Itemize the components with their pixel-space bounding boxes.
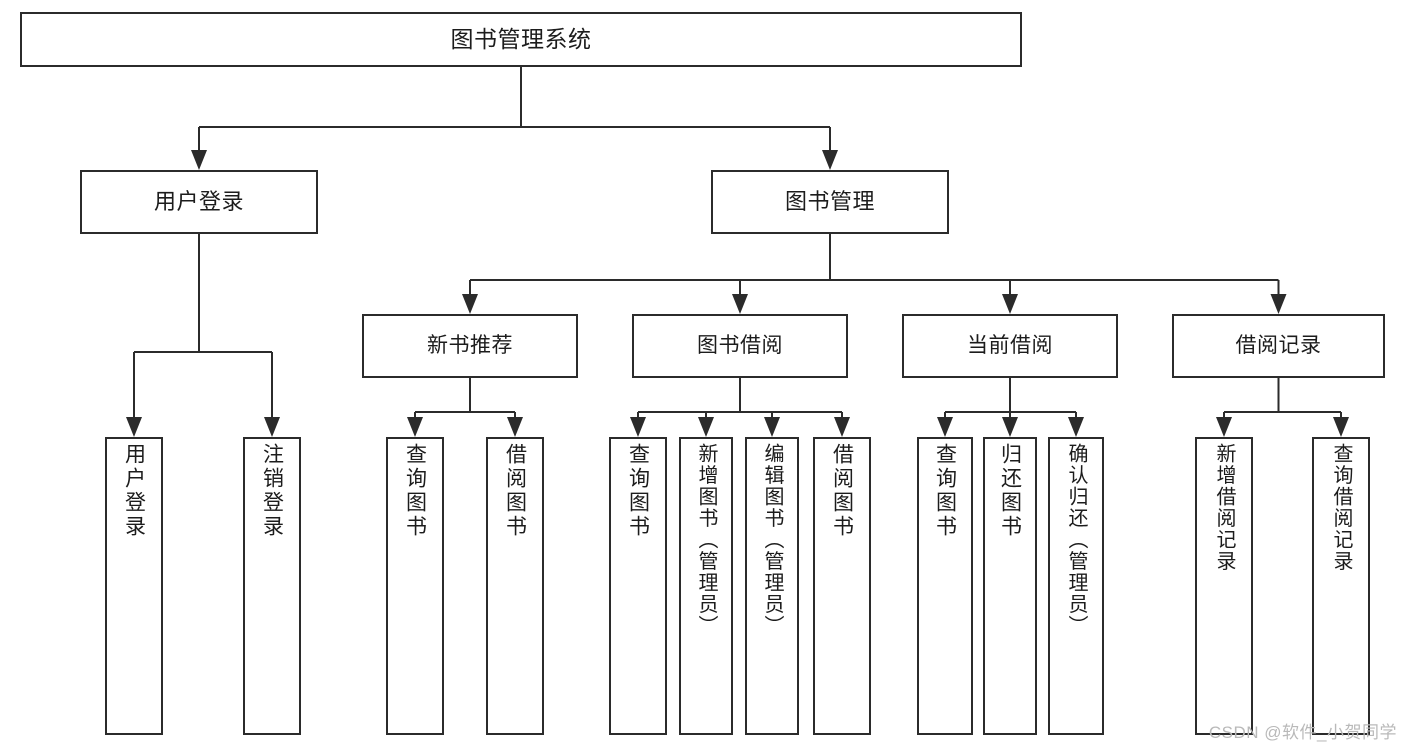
node-label: 用户登录 [122, 443, 146, 539]
node-leaf-borrow-3[interactable]: 编辑图书（管理员） [745, 437, 799, 735]
node-label: 查询图书 [933, 443, 957, 539]
node-label: 新增图书（管理员） [695, 443, 717, 637]
node-leaf-login-2[interactable]: 注销登录 [243, 437, 301, 735]
node-label: 注销登录 [260, 443, 284, 539]
node-label: 借阅记录 [1235, 333, 1322, 357]
node-leaf-borrow-1[interactable]: 查询图书 [609, 437, 667, 735]
node-label: 图书管理系统 [450, 26, 592, 53]
node-label: 借阅图书 [503, 443, 527, 539]
node-root[interactable]: 图书管理系统 [20, 12, 1022, 67]
node-bookmgmt[interactable]: 图书管理 [711, 170, 949, 234]
node-label: 查询借阅记录 [1330, 443, 1352, 572]
node-leaf-records-1[interactable]: 新增借阅记录 [1195, 437, 1253, 735]
node-label: 新增借阅记录 [1213, 443, 1235, 572]
node-leaf-current-1[interactable]: 查询图书 [917, 437, 973, 735]
node-leaf-records-2[interactable]: 查询借阅记录 [1312, 437, 1370, 735]
node-leaf-borrow-4[interactable]: 借阅图书 [813, 437, 871, 735]
node-label: 查询图书 [626, 443, 650, 539]
node-leaf-current-3[interactable]: 确认归还（管理员） [1048, 437, 1104, 735]
node-leaf-login-1[interactable]: 用户登录 [105, 437, 163, 735]
node-label: 归还图书 [998, 443, 1022, 539]
node-label: 当前借阅 [967, 333, 1053, 357]
node-label: 确认归还（管理员） [1065, 443, 1087, 637]
node-current[interactable]: 当前借阅 [902, 314, 1118, 378]
node-label: 查询图书 [403, 443, 427, 539]
node-label: 借阅图书 [830, 443, 854, 539]
node-leaf-newbook-2[interactable]: 借阅图书 [486, 437, 544, 735]
node-leaf-borrow-2[interactable]: 新增图书（管理员） [679, 437, 733, 735]
watermark-text: CSDN @软件_小贺同学 [1208, 723, 1397, 742]
node-login[interactable]: 用户登录 [80, 170, 318, 234]
node-label: 用户登录 [153, 189, 244, 215]
node-label: 图书管理 [784, 189, 875, 215]
node-records[interactable]: 借阅记录 [1172, 314, 1385, 378]
node-leaf-newbook-1[interactable]: 查询图书 [386, 437, 444, 735]
node-borrow[interactable]: 图书借阅 [632, 314, 848, 378]
node-label: 图书借阅 [697, 333, 783, 357]
node-label: 新书推荐 [427, 333, 513, 357]
node-leaf-current-2[interactable]: 归还图书 [983, 437, 1037, 735]
node-label: 编辑图书（管理员） [761, 443, 783, 637]
node-newbook[interactable]: 新书推荐 [362, 314, 578, 378]
